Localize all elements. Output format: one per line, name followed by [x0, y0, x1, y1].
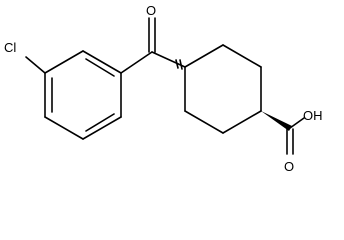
hydroxyl-label: OH	[303, 108, 323, 123]
ketone-double-bond	[148, 17, 156, 53]
carboxyl-c-oh-bond	[289, 117, 305, 129]
chlorine-bond	[25, 56, 46, 74]
hashed-wedge-bond-1	[151, 51, 186, 70]
ketone-oxygen-label: O	[146, 3, 156, 18]
cyclohexane-ring	[184, 44, 262, 134]
solid-wedge-bond	[261, 111, 292, 131]
chemical-structure: Cl O OH O	[4, 3, 323, 174]
benzene-ring	[44, 50, 122, 140]
carboxyl-double-bond	[286, 128, 294, 155]
aryl-carbonyl-bond	[120, 51, 153, 74]
carboxyl-oxygen-label: O	[284, 159, 294, 174]
chlorine-label: Cl	[4, 40, 16, 55]
